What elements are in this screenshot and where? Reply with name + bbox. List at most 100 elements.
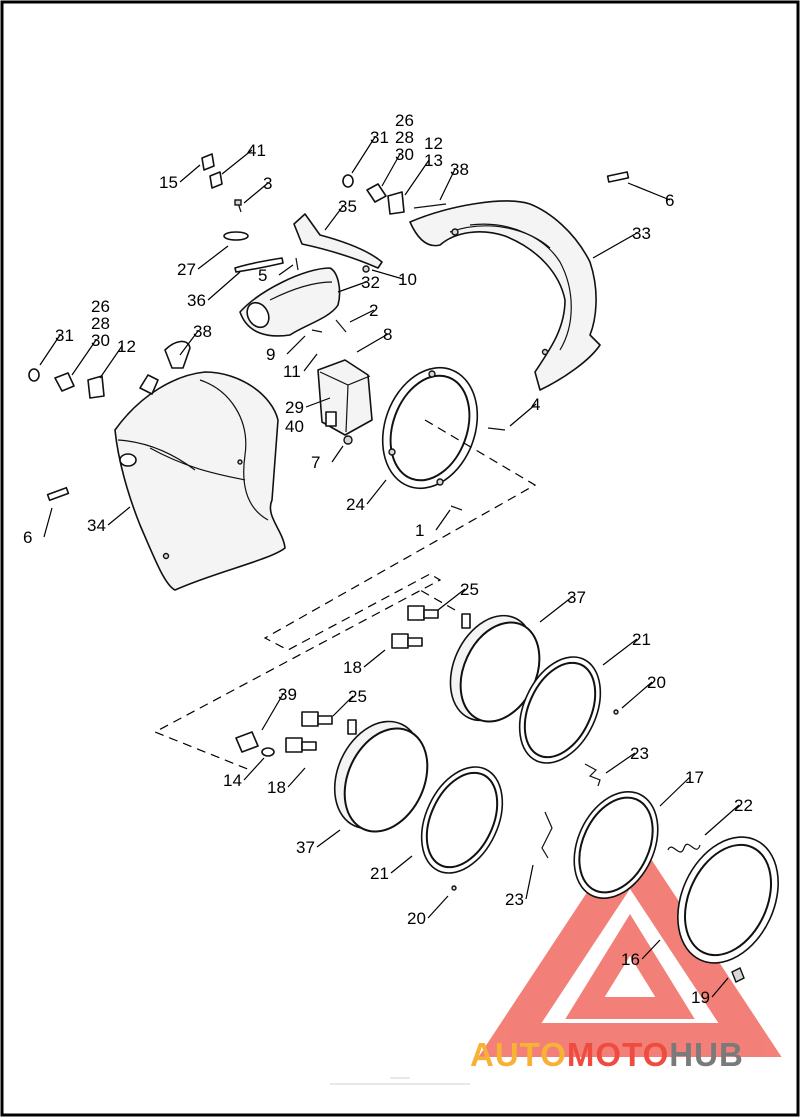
callout-number: 33 (632, 224, 651, 243)
bulb-part-18-upper (391, 633, 423, 649)
rubber-ring-part-17 (573, 790, 659, 900)
callout-leader-line (99, 345, 123, 379)
callout-number: 30 (395, 145, 414, 164)
callout-number: 38 (193, 322, 212, 341)
callout-number: 3 (263, 174, 272, 193)
callout-leader-line (261, 693, 284, 731)
callout-number: 15 (159, 173, 178, 192)
callout-leader-line (592, 232, 638, 259)
callout-number: 26 (91, 297, 110, 316)
callout-leader-line (659, 776, 691, 807)
callout-leader-line (305, 397, 331, 408)
callout-leader-line (331, 445, 344, 463)
callout-number: 16 (621, 950, 640, 969)
assembly-guide-lines (153, 419, 537, 771)
callout-number: 21 (370, 864, 389, 883)
bulb-part-25-lower (301, 711, 333, 727)
callout-number: 22 (734, 796, 753, 815)
callout-leader-line (43, 507, 53, 538)
callout-leader-line (366, 479, 387, 505)
callout-number: 24 (346, 495, 365, 514)
callout-leader-line (704, 804, 740, 836)
watermark-text-hub: HUB (669, 1036, 744, 1073)
callout-leader-line (278, 264, 294, 276)
callout-number: 5 (258, 266, 267, 285)
callout-number: 8 (383, 325, 392, 344)
headlamp-part-37-lower (333, 719, 429, 833)
callout-leader-line (71, 339, 97, 376)
right-outer-nacelle-part-33 (409, 200, 601, 391)
watermark-text: AUTOMOTOHUB (470, 1036, 744, 1073)
callout-leader-line (711, 977, 729, 998)
callout-number: 31 (55, 326, 74, 345)
callout-leader-line (179, 330, 199, 356)
callout-number: 26 (395, 111, 414, 130)
callout-number: 9 (266, 345, 275, 364)
connector-part-39 (235, 731, 259, 753)
watermark-text-auto: AUTO (470, 1036, 567, 1073)
callout-leader-line (427, 895, 449, 919)
callout-number: 40 (285, 417, 304, 436)
trim-ring-part-21-upper (518, 656, 619, 764)
callout-number: 28 (91, 314, 110, 333)
callout-number: 2 (369, 301, 378, 320)
callout-leader-line (39, 334, 61, 366)
callout-leader-line (363, 649, 386, 668)
callout-leaders (39, 136, 740, 998)
callout-number: 41 (247, 141, 266, 160)
upper-headlamp-cover-part-32 (239, 267, 341, 337)
callout-number: 31 (370, 128, 389, 147)
wire-spring-part-22 (667, 843, 701, 853)
callout-leader-line (316, 829, 341, 848)
callout-leader-line (349, 309, 375, 323)
callout-number: 32 (361, 273, 380, 292)
callout-leader-line (351, 136, 376, 174)
spring-part-23-lower (541, 811, 553, 859)
callout-number: 27 (177, 260, 196, 279)
callout-number: 37 (567, 588, 586, 607)
headlamp-part-37-upper (449, 613, 541, 723)
callout-number: 38 (450, 160, 469, 179)
callout-leader-line (435, 509, 451, 531)
left-outer-nacelle-part-34 (114, 371, 286, 591)
callout-number: 13 (424, 151, 443, 170)
callout-leader-line (439, 168, 456, 201)
callout-leader-line (371, 269, 404, 280)
callout-number: 10 (398, 270, 417, 289)
callout-leader-line (621, 681, 653, 709)
bulb-part-25-upper (407, 605, 439, 621)
callout-leader-line (602, 638, 638, 666)
callout-number: 20 (407, 909, 426, 928)
callout-number: 18 (267, 778, 286, 797)
callout-number: 12 (424, 134, 443, 153)
callout-number: 17 (685, 768, 704, 787)
callout-number: 25 (460, 580, 479, 599)
callout-leader-line (404, 159, 430, 196)
callout-number: 34 (87, 516, 106, 535)
upper-hardware-group (201, 153, 630, 273)
callout-leader-line (509, 403, 537, 427)
callout-number: 30 (91, 331, 110, 350)
callout-number: 36 (187, 291, 206, 310)
callout-number: 12 (117, 337, 136, 356)
callout-leader-line (525, 864, 534, 900)
mounting-ring-part-24 (381, 366, 506, 511)
outer-trim-bezel-part-16 (677, 836, 779, 983)
trim-strip-part-35 (293, 213, 383, 269)
callout-leader-line (641, 939, 661, 960)
callout-leader-line (221, 149, 253, 175)
callout-number: 25 (348, 687, 367, 706)
callout-leader-line (303, 353, 318, 372)
callout-number: 19 (691, 988, 710, 1007)
faint-footer-marks (330, 1077, 470, 1085)
callout-leader-line (605, 752, 636, 774)
callout-number: 14 (223, 771, 242, 790)
callout-number: 23 (505, 890, 524, 909)
left-hardware-group (28, 340, 191, 502)
callout-number: 23 (630, 744, 649, 763)
callout-number: 11 (283, 362, 301, 381)
callout-leader-line (390, 855, 413, 874)
